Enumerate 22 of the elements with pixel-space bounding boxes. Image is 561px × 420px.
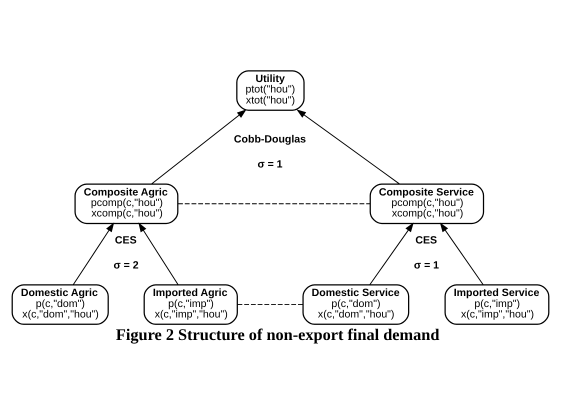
connector [237, 304, 304, 305]
label: σ = 1 [257, 158, 283, 170]
connector [178, 202, 370, 204]
node-box: Utility ptot("hou") xtot("hou") [236, 70, 305, 110]
arrow [369, 222, 414, 285]
arrow [138, 222, 179, 285]
node-box: Domestic Agric p(c,"dom") x(c,"dom","hou") [12, 284, 109, 324]
label: σ = 2 [113, 258, 139, 271]
caption: Figure 2 Structure of non-export final demand [116, 324, 440, 344]
arrow [151, 108, 247, 184]
node-box: Imported Service p(c,"imp") x(c,"imp","hou") [444, 284, 550, 324]
label: CES [415, 234, 438, 246]
node-box: Domestic Service p(c,"dom") x(c,"dom","hou") [302, 284, 410, 324]
node-box: Imported Agric p(c,"imp") x(c,"imp","hou") [144, 284, 238, 324]
label: CES [114, 234, 137, 246]
label: σ = 1 [414, 258, 440, 271]
node-box: Composite Service pcomp(c,"hou") xcomp(c,"hou") [370, 182, 484, 224]
arrow [72, 222, 114, 285]
arrow [440, 222, 484, 285]
arrow [296, 108, 400, 184]
node-box: Composite Agric pcomp(c,"hou") xcomp(c,"hou") [74, 182, 178, 224]
label: Cobb-Douglas [234, 133, 306, 146]
